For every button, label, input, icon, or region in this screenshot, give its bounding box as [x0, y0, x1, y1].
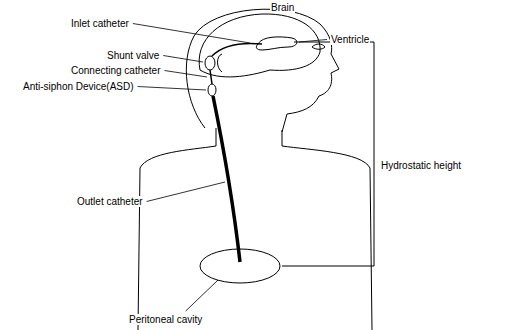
part-label: Inlet catheter [70, 18, 130, 29]
eye [312, 44, 325, 49]
body-right [282, 130, 372, 330]
part-label: Ventricle [330, 34, 370, 45]
part-label: Anti-siphon Device(ASD) [22, 81, 135, 92]
leader-line [299, 40, 327, 43]
part-label: Brain [270, 2, 295, 13]
leader-line [138, 87, 206, 91]
leader-line [133, 24, 250, 44]
head-outline [186, 9, 339, 132]
body-left [138, 128, 216, 330]
inlet-catheter [212, 44, 262, 57]
peritoneal-cavity [200, 249, 280, 283]
anti-siphon-device [208, 84, 216, 96]
leader-line [147, 182, 225, 202]
ear [218, 54, 223, 72]
leader-line [186, 280, 218, 311]
part-label: Peritoneal cavity [128, 314, 203, 325]
ventricle [256, 37, 297, 50]
part-label: Connecting catheter [70, 65, 162, 76]
part-label: Shunt valve [106, 50, 160, 61]
part-label: Outlet catheter [76, 196, 144, 207]
connecting-catheter [210, 70, 212, 84]
brain-outline [199, 14, 320, 77]
hydrostatic-bracket [282, 42, 374, 266]
part-label: Hydrostatic height [380, 160, 462, 171]
leader-line [165, 71, 207, 78]
shunt-valve [205, 56, 215, 70]
leader-line [163, 56, 203, 63]
outlet-catheter [213, 96, 240, 262]
